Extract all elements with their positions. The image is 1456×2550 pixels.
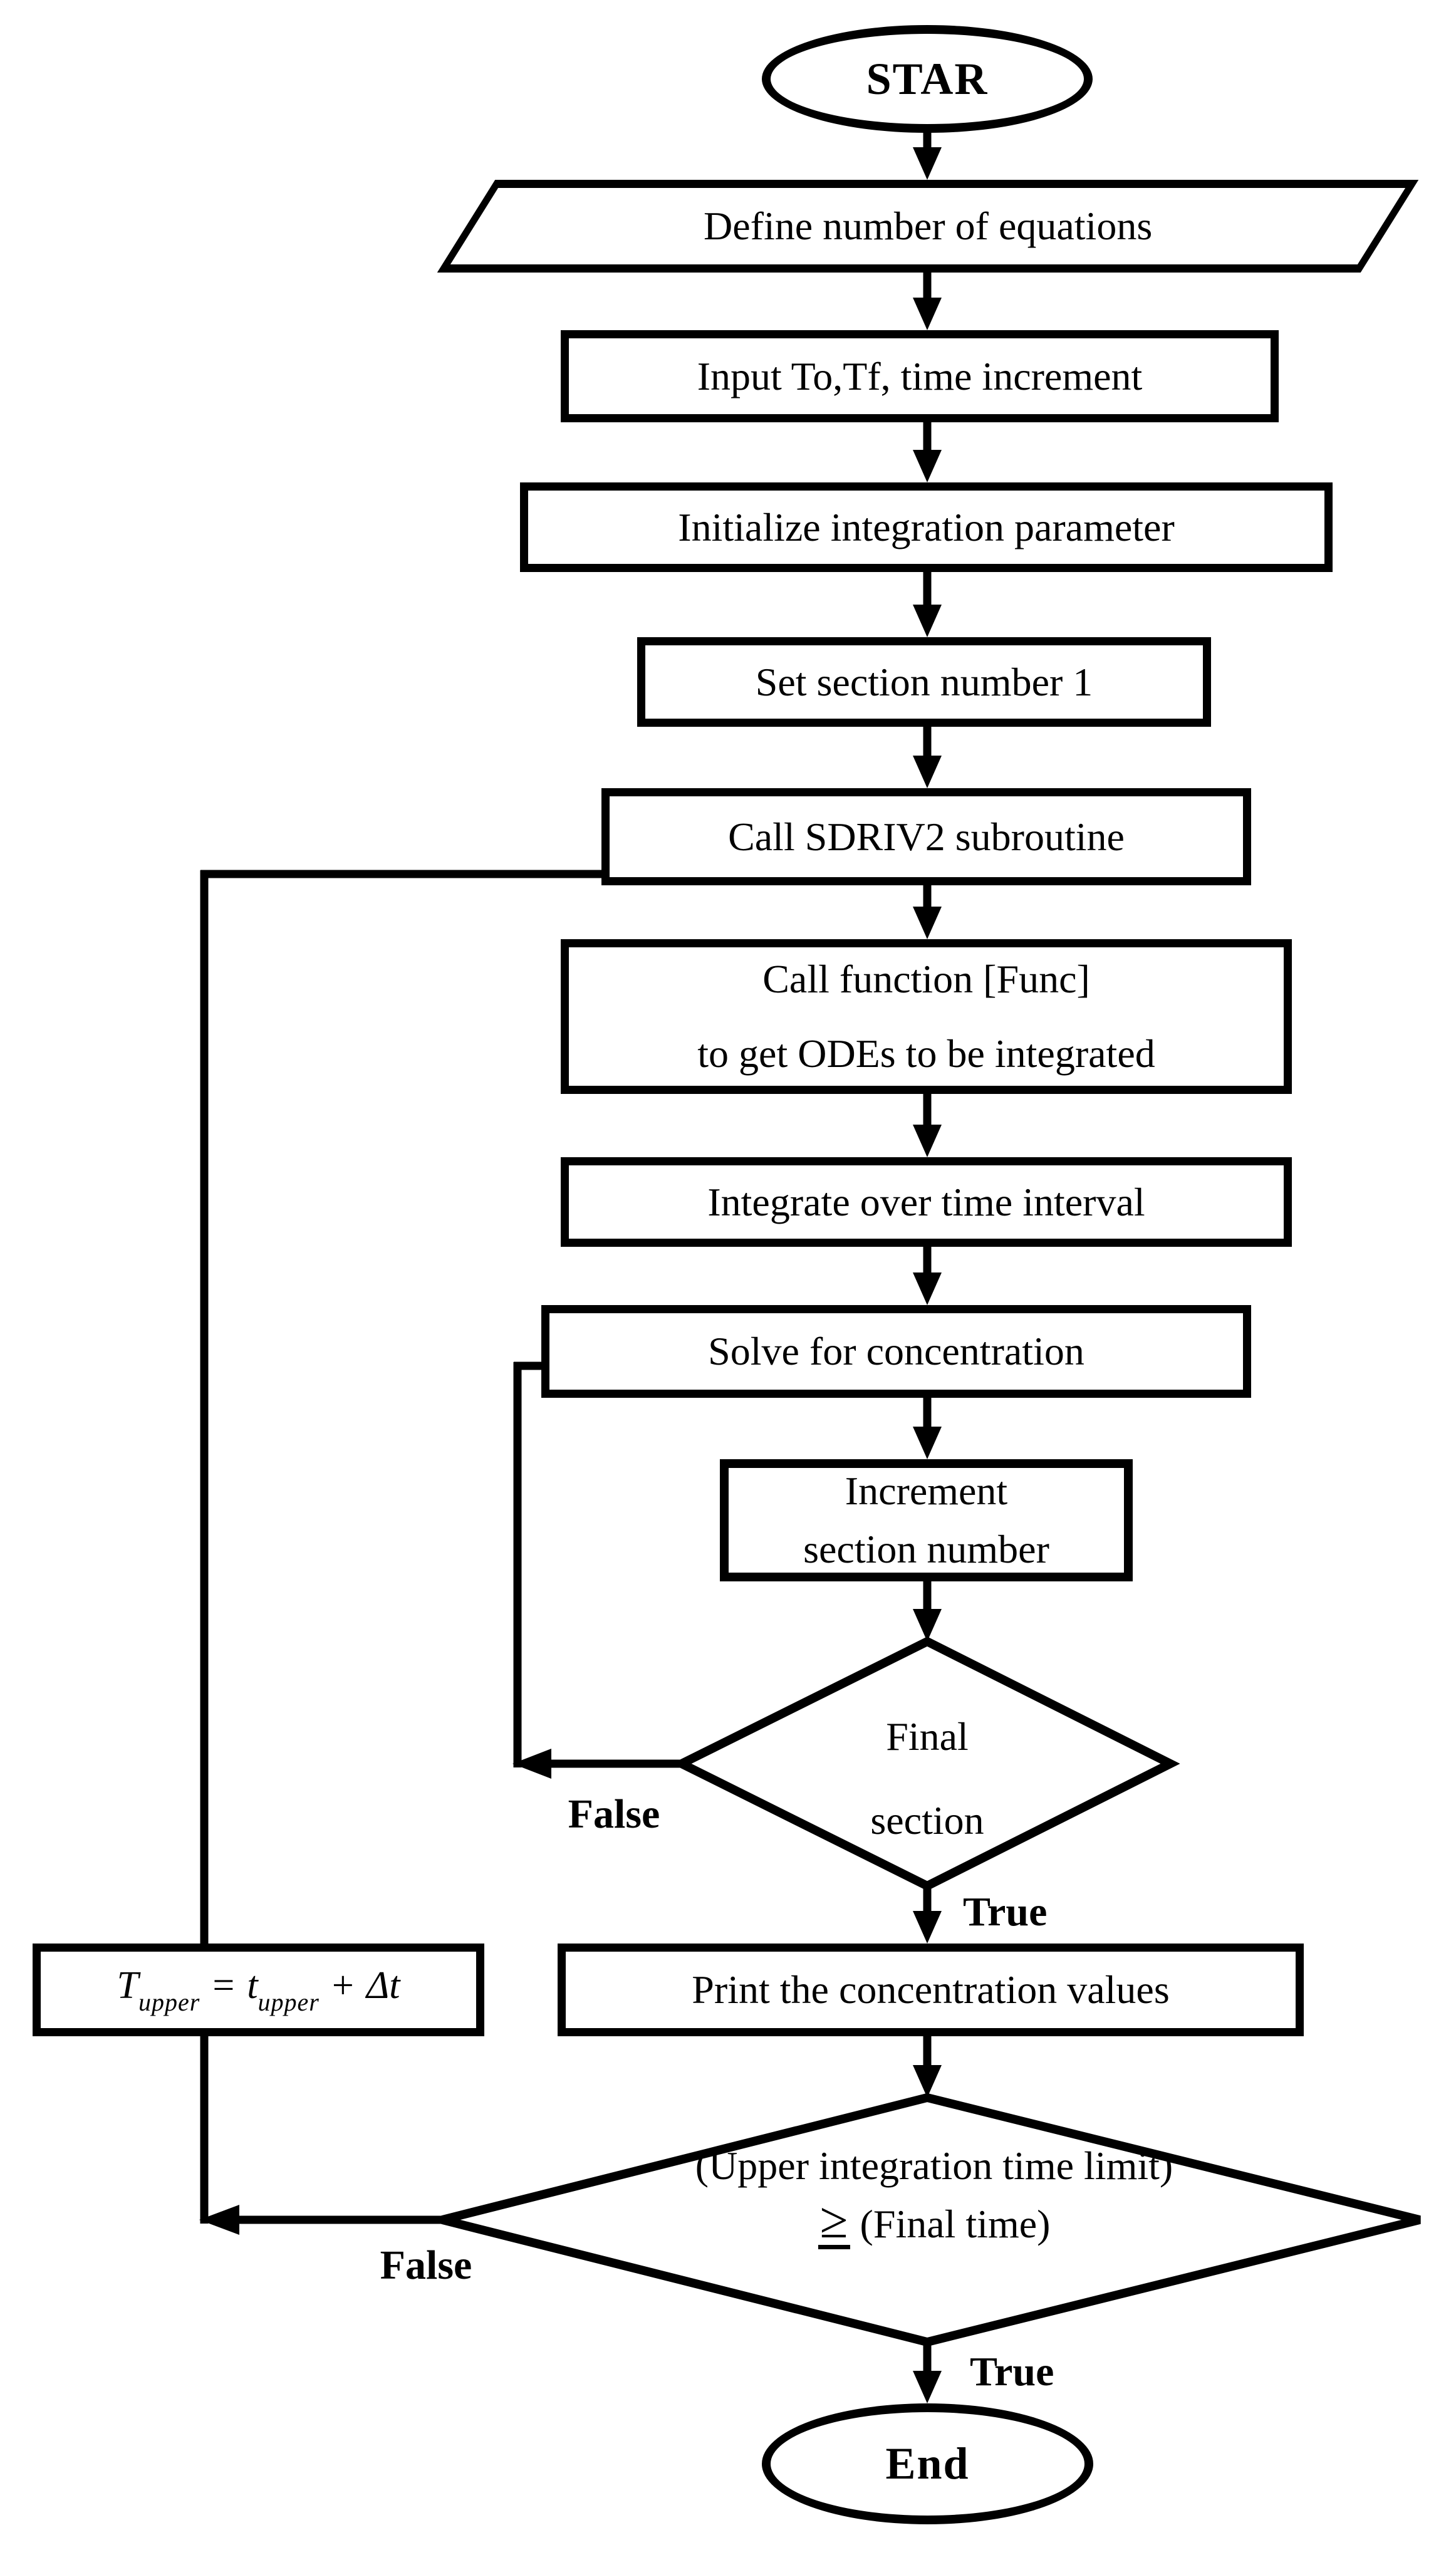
arrowhead-down-icon — [913, 1125, 942, 1157]
arrowhead-down-icon — [913, 605, 942, 637]
final-section-line2: section — [870, 1798, 984, 1843]
arrowhead-down-icon — [913, 1272, 942, 1305]
end-terminator: End — [762, 2403, 1093, 2524]
time-check-false-label: False — [380, 2242, 472, 2288]
geq-symbol: ≥ — [818, 2195, 850, 2249]
increment-line1: Increment — [845, 1468, 1008, 1513]
initialize-box: Initialize integration parameter — [520, 482, 1333, 572]
time-check-line1: (Upper integration time limit) — [695, 2143, 1173, 2188]
formula-lhs: T — [117, 1964, 139, 2007]
time-update-box: Tupper=tupper+Δt — [33, 1944, 484, 2036]
arrowhead-down-icon — [913, 1911, 942, 1944]
time-check-true-label: True — [970, 2349, 1054, 2395]
final-section-label: Final section — [682, 1695, 1173, 1863]
start-terminator: STAR — [762, 25, 1093, 133]
arrowhead-down-icon — [913, 298, 942, 330]
formula-plus: + — [331, 1964, 354, 2007]
arrowhead-down-icon — [913, 756, 942, 788]
time-update-formula: Tupper=tupper+Δt — [117, 1964, 400, 2017]
time-check-diamond — [441, 2093, 1421, 2347]
final-section-false-label: False — [568, 1791, 660, 1837]
call-func-line1: Call function [Func] — [762, 957, 1090, 1002]
initialize-label: Initialize integration parameter — [678, 504, 1175, 549]
formula-rhs: t — [247, 1964, 258, 2007]
time-check-label: (Upper integration time limit) ≥(Final t… — [447, 2146, 1422, 2249]
arrowhead-down-icon — [913, 2371, 942, 2403]
print-values-box: Print the concentration values — [558, 1944, 1304, 2036]
final-section-true-label: True — [963, 1889, 1048, 1935]
input-time-box: Input To,Tf, time increment — [561, 330, 1279, 422]
increment-line2: section number — [803, 1526, 1049, 1571]
input-time-label: Input To,Tf, time increment — [697, 353, 1143, 398]
call-func-box: Call function [Func] to get ODEs to be i… — [561, 939, 1292, 1094]
set-section-box: Set section number 1 — [637, 637, 1211, 727]
solve-box: Solve for concentration — [541, 1305, 1251, 1398]
arrowhead-down-icon — [913, 2065, 942, 2098]
formula-rhs-subscript: upper — [257, 1987, 320, 2016]
call-sdriv2-label: Call SDRIV2 subroutine — [728, 814, 1125, 859]
solve-label: Solve for concentration — [708, 1329, 1084, 1374]
arrowhead-down-icon — [913, 450, 942, 482]
arrowhead-left-icon — [512, 1749, 551, 1779]
arrowhead-down-icon — [913, 907, 942, 939]
print-values-label: Print the concentration values — [692, 1967, 1170, 2012]
end-label: End — [885, 2438, 970, 2489]
time-check-line2-wrap: ≥(Final time) — [447, 2195, 1422, 2249]
formula-lhs-subscript: upper — [138, 1987, 200, 2016]
define-equations-parallelogram: Define number of equations — [437, 180, 1419, 273]
set-section-label: Set section number 1 — [755, 659, 1093, 704]
arrowhead-down-icon — [913, 147, 942, 180]
formula-delta-term: Δt — [366, 1964, 400, 2007]
arrowhead-down-icon — [913, 1609, 942, 1642]
final-section-line1: Final — [886, 1714, 969, 1759]
call-sdriv2-box: Call SDRIV2 subroutine — [601, 788, 1251, 885]
time-check-line2: (Final time) — [860, 2202, 1051, 2246]
arrowhead-down-icon — [913, 1427, 942, 1459]
integrate-label: Integrate over time interval — [707, 1179, 1145, 1224]
integrate-box: Integrate over time interval — [561, 1157, 1292, 1247]
increment-box: Increment section number — [720, 1459, 1133, 1581]
start-label: STAR — [866, 53, 989, 104]
arrowhead-left-icon — [199, 2205, 239, 2235]
call-func-line2: to get ODEs to be integrated — [697, 1031, 1155, 1076]
define-equations-label: Define number of equations — [703, 204, 1153, 249]
formula-equals: = — [212, 1964, 235, 2007]
final-section-diamond — [672, 1637, 1180, 1891]
